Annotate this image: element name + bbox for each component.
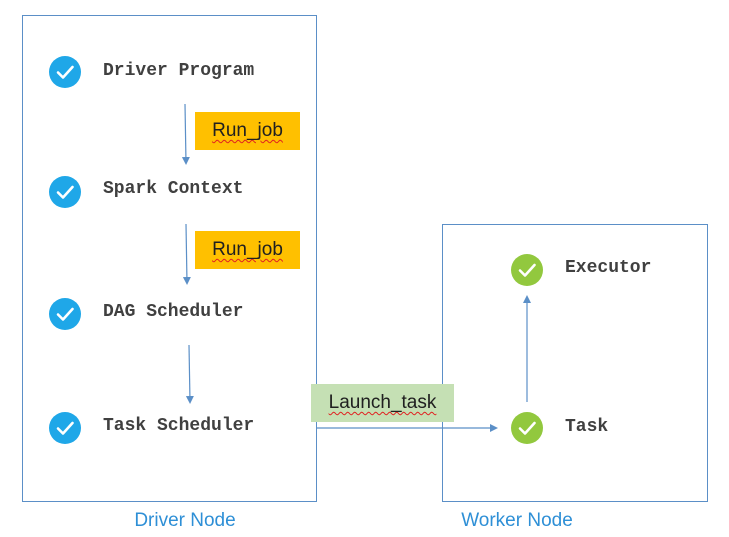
check-icon [511, 412, 543, 444]
run-job-tag-1-text: Run_job [212, 120, 283, 141]
check-icon [49, 176, 81, 208]
executor-label: Executor [565, 258, 652, 278]
arrow-dag-to-task-scheduler [185, 344, 194, 404]
launch-task-tag-text: Launch_task [328, 392, 437, 413]
worker-node-box [442, 224, 708, 502]
dag-scheduler-label: DAG Scheduler [103, 302, 244, 322]
spark-context-label: Spark Context [103, 179, 244, 199]
check-icon [511, 254, 543, 286]
check-icon [49, 298, 81, 330]
run-job-tag-1: Run_job [195, 112, 300, 150]
launch-task-tag: Launch_task [311, 384, 454, 422]
run-job-tag-2: Run_job [195, 231, 300, 269]
arrow-driver-to-context [181, 103, 190, 165]
task-scheduler-label: Task Scheduler [103, 416, 255, 436]
check-icon [49, 412, 81, 444]
arrow-context-to-dag [182, 223, 191, 285]
worker-node-caption: Worker Node [461, 510, 573, 531]
task-label: Task [565, 417, 609, 437]
run-job-tag-2-text: Run_job [212, 239, 283, 260]
driver-node-caption: Driver Node [134, 510, 236, 531]
check-icon [49, 56, 81, 88]
driver-program-label: Driver Program [103, 61, 255, 81]
